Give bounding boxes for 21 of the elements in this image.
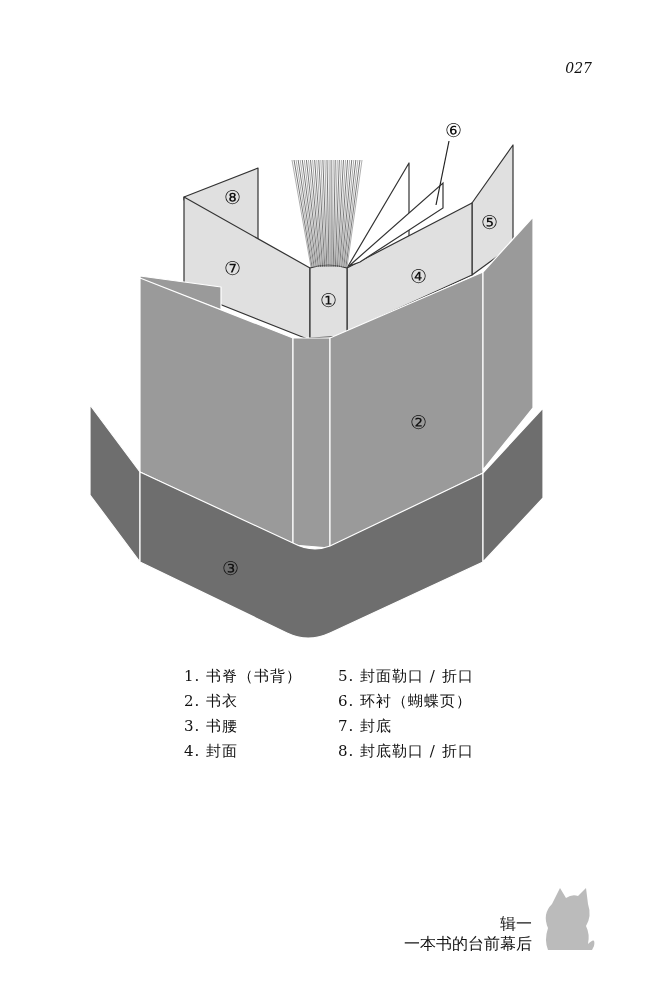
callout-number: ② <box>409 412 427 432</box>
callout-number: ⑧ <box>223 187 241 207</box>
chapter-title: 辑一 <box>500 916 532 932</box>
legend-item: 6. 环衬（蝴蝶页） <box>338 693 473 709</box>
callout-number: ① <box>319 290 337 310</box>
endpaper-page <box>348 181 444 267</box>
legend-item: 8. 封底勒口 / 折口 <box>338 743 474 759</box>
legend-item: 1. 书脊（书背） <box>184 668 303 684</box>
chapter-title: 一本书的台前幕后 <box>404 936 532 952</box>
legend-item: 5. 封面勒口 / 折口 <box>338 668 474 684</box>
legend-item: 2. 书衣 <box>184 693 239 709</box>
leader-line <box>435 140 450 206</box>
legend-item: 3. 书腰 <box>184 718 239 734</box>
callout-number: ⑤ <box>480 212 498 232</box>
callout-number: ⑥ <box>444 120 462 140</box>
legend-item: 7. 封底 <box>338 718 393 734</box>
callout-number: ⑦ <box>223 258 241 278</box>
callout-number: ④ <box>409 266 427 286</box>
legend-item: 4. 封面 <box>184 743 239 759</box>
callout-number: ③ <box>221 558 239 578</box>
page-number: 027 <box>565 61 592 75</box>
